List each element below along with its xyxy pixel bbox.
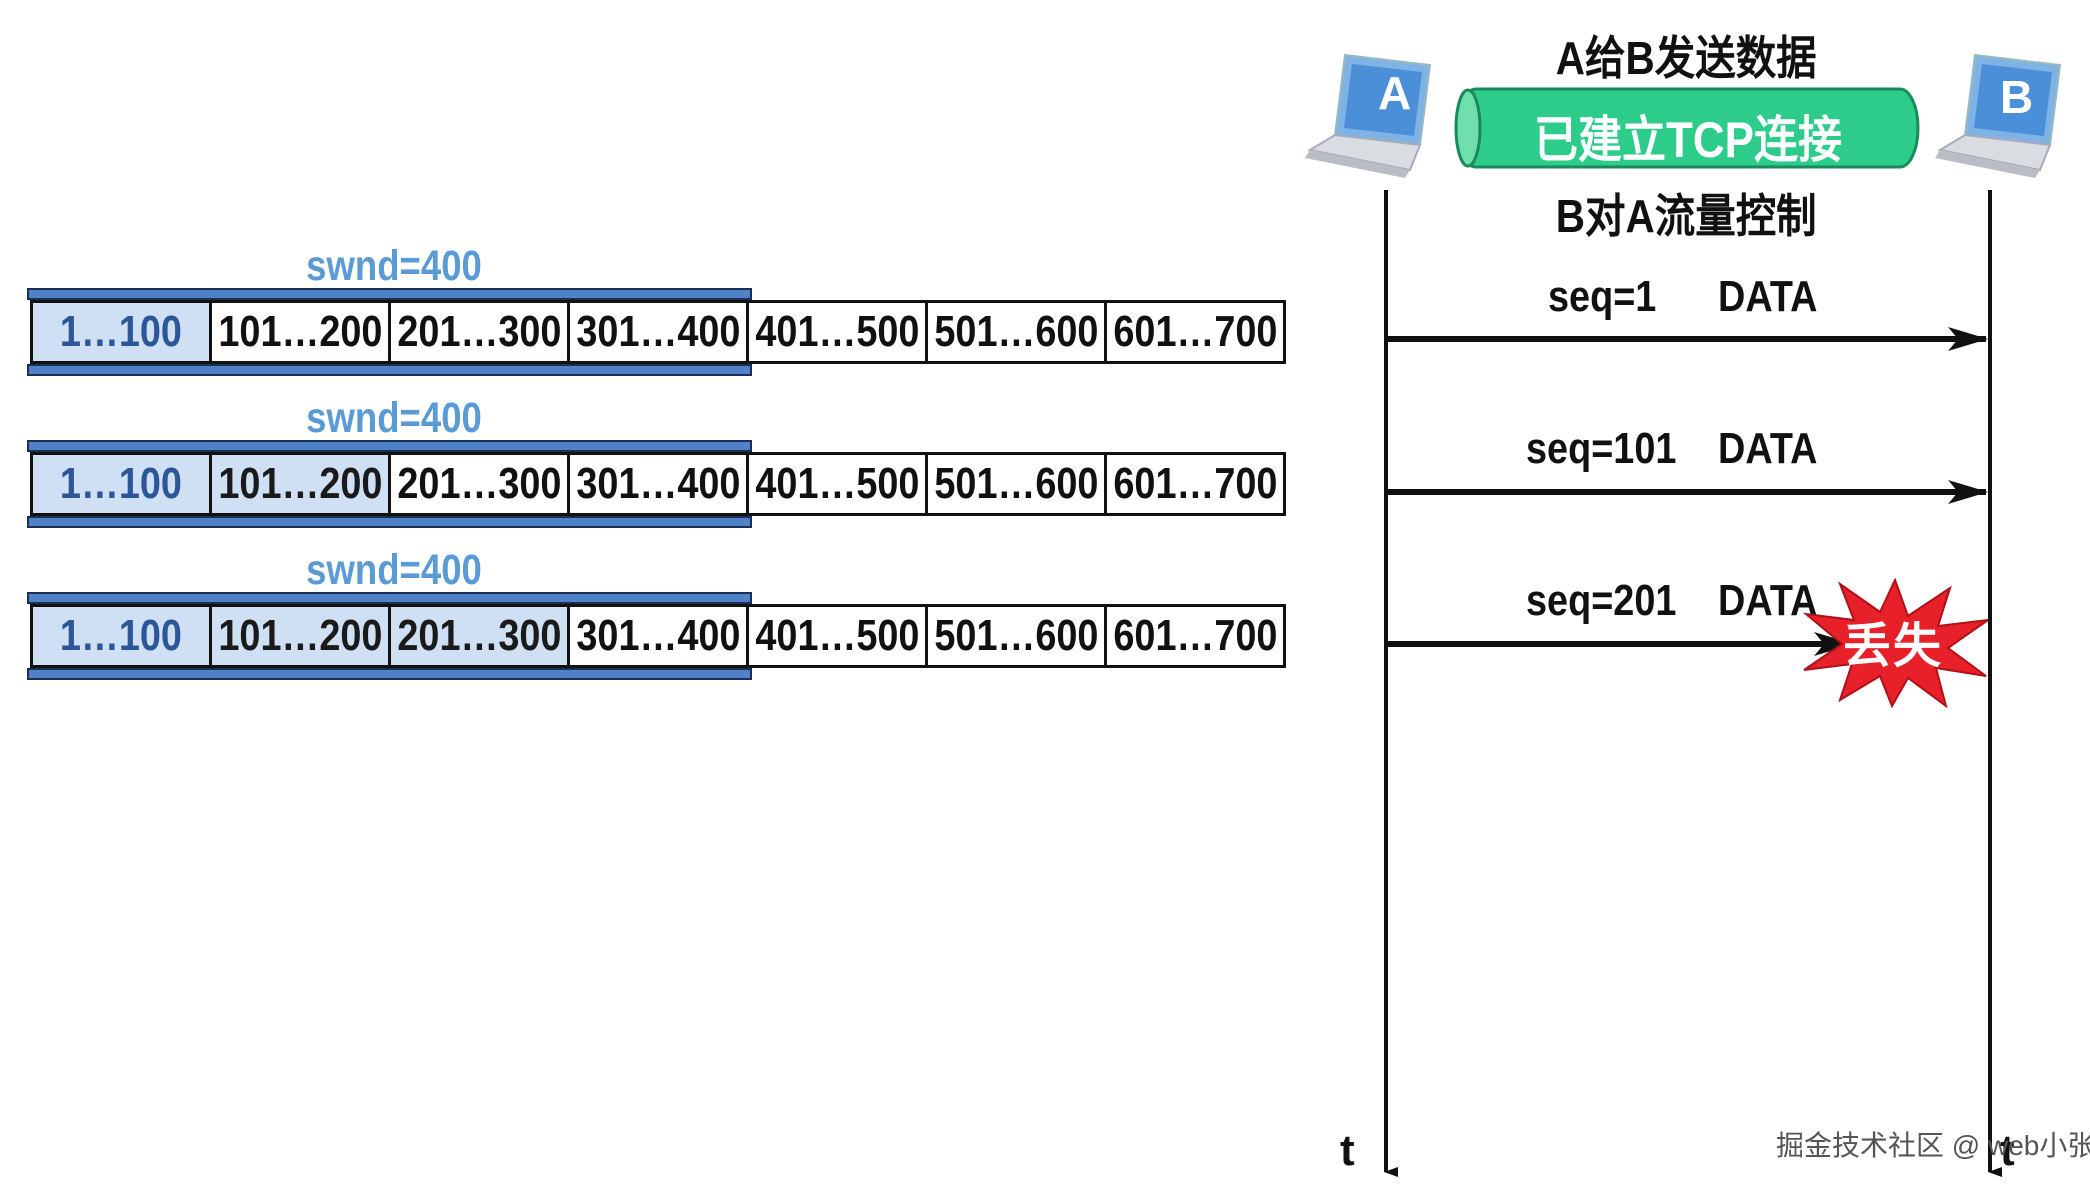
message-2-type: DATA [1718,424,1818,473]
segment-cell: 201…300 [388,452,570,516]
swnd-label: swnd=400 [306,242,482,290]
segment-cell: 401…500 [746,604,928,668]
host-b-laptop-icon [1935,53,2062,178]
send-window-top-bar [27,288,752,300]
segment-cell: 301…400 [567,604,749,668]
segment-label: 401…500 [754,459,920,508]
segment-label: 101…200 [217,611,383,660]
diagram-subtitle: B对A流量控制 [1555,190,1817,242]
swnd-label: swnd=400 [306,394,482,442]
tcp-connection-label: 已建立TCP连接 [1534,112,1842,168]
segment-cell: 501…600 [925,300,1107,364]
diagram-title: A给B发送数据 [1555,32,1817,84]
segment-row: 1…100 101…200 201…300 301…400 401…500 501…600… [30,604,1286,668]
segment-cell: 201…300 [388,300,570,364]
host-a-label: A [1378,67,1412,119]
segment-cell: 1…100 [30,452,212,516]
segment-label: 201…300 [396,307,562,356]
segment-label: 601…700 [1112,307,1278,356]
message-3-type: DATA [1718,576,1818,625]
send-window-top-bar [27,592,752,604]
watermark: 掘金技术社区 @ web小张 [1776,1130,2090,1161]
segment-row: 1…100 101…200 201…300 301…400 401…500 501…600… [30,452,1286,516]
host-a-laptop-icon [1305,53,1432,178]
segment-cell: 1…100 [30,300,212,364]
segment-label: 401…500 [754,307,920,356]
segment-cell: 301…400 [567,452,749,516]
segment-label: 101…200 [217,459,383,508]
message-3-seq: seq=201 [1526,576,1677,625]
segment-cell: 1…100 [30,604,212,668]
time-label-b: t [2000,1126,2015,1175]
send-window-bottom-bar [27,364,752,376]
swnd-label: swnd=400 [306,546,482,594]
segment-label: 201…300 [396,611,562,660]
segment-label: 1…100 [59,611,183,660]
segment-cell: 501…600 [925,452,1107,516]
segment-label: 601…700 [1112,611,1278,660]
segment-cell: 601…700 [1104,604,1286,668]
send-window-top-bar [27,440,752,452]
message-1-type: DATA [1718,272,1818,321]
segment-label: 601…700 [1112,459,1278,508]
segment-cell: 301…400 [567,300,749,364]
segment-label: 1…100 [59,459,183,508]
segment-label: 501…600 [933,459,1099,508]
segment-cell: 401…500 [746,452,928,516]
segment-label: 501…600 [933,611,1099,660]
segment-row: 1…100 101…200 201…300 301…400 401…500 501…600… [30,300,1286,364]
time-label-a: t [1340,1126,1355,1175]
send-window-bottom-bar [27,668,752,680]
segment-label: 301…400 [575,307,741,356]
message-2-seq: seq=101 [1526,424,1677,473]
lost-burst-icon [1802,578,1989,708]
segment-cell: 401…500 [746,300,928,364]
segment-cell: 201…300 [388,604,570,668]
segment-cell: 101…200 [209,604,391,668]
segment-label: 201…300 [396,459,562,508]
segment-label: 301…400 [575,611,741,660]
segment-cell: 501…600 [925,604,1107,668]
send-window-bottom-bar [27,516,752,528]
segment-label: 401…500 [754,611,920,660]
segment-label: 301…400 [575,459,741,508]
segment-cell: 101…200 [209,300,391,364]
host-b-label: B [2000,71,2034,123]
message-1-seq: seq=1 [1548,272,1657,321]
lost-label: 丢失 [1843,620,1944,673]
segment-label: 101…200 [217,307,383,356]
segment-label: 1…100 [59,307,183,356]
segment-cell: 601…700 [1104,300,1286,364]
tcp-connection-pipe [1454,87,1920,169]
segment-cell: 101…200 [209,452,391,516]
segment-cell: 601…700 [1104,452,1286,516]
segment-label: 501…600 [933,307,1099,356]
